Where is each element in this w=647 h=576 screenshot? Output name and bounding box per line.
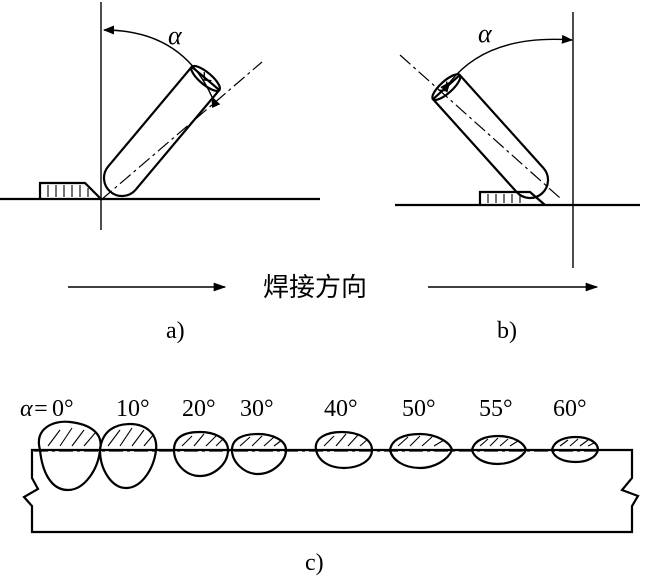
bead-angle-label-4: 40° xyxy=(324,396,358,422)
panel-b-bead-hatch xyxy=(487,194,521,203)
bead-10 xyxy=(98,422,158,490)
panel-c-label: c) xyxy=(305,550,324,576)
bead-0 xyxy=(37,420,102,492)
panel-c: α= 0° 10° 20° 30° 40° 50° 55° 60° xyxy=(20,396,640,576)
panel-a-angle-arc xyxy=(102,25,221,109)
panel-a-weld-bead xyxy=(38,181,102,200)
bead-50 xyxy=(388,432,454,470)
panel-a-electrode-axis xyxy=(100,61,263,201)
bead-angle-label-0: 0° xyxy=(52,396,74,422)
panel-c-plate xyxy=(22,448,640,534)
panel-b-angle-label: α xyxy=(478,19,493,48)
panel-b-electrode-axis xyxy=(399,54,561,199)
bead-20 xyxy=(172,430,230,478)
panel-b-angle-arc xyxy=(440,34,574,93)
panel-b: α b) xyxy=(395,12,640,344)
bead-30 xyxy=(230,432,288,476)
direction-label: 焊接方向 xyxy=(263,273,367,302)
panel-a-bead-hatch xyxy=(47,185,89,197)
bead-angle-prefix: α= xyxy=(20,396,49,422)
bead-60 xyxy=(550,435,600,464)
panel-b-electrode xyxy=(431,73,550,200)
bead-angle-label-3: 30° xyxy=(240,396,274,422)
welding-direction: 焊接方向 xyxy=(68,273,599,302)
bead-55 xyxy=(470,434,528,466)
bead-angle-label-2: 20° xyxy=(182,396,216,422)
bead-angle-label-6: 55° xyxy=(479,396,513,422)
bead-angle-label-5: 50° xyxy=(402,396,436,422)
bead-40 xyxy=(314,430,374,470)
panel-b-weld-bead xyxy=(478,190,546,206)
bead-angle-label-7: 60° xyxy=(553,396,587,422)
bead-angle-label-1: 10° xyxy=(116,396,150,422)
panel-a-label: a) xyxy=(166,318,185,344)
panel-b-label: b) xyxy=(497,318,517,344)
panel-a-angle-label: α xyxy=(168,21,183,50)
panel-a: α a) xyxy=(0,2,320,344)
